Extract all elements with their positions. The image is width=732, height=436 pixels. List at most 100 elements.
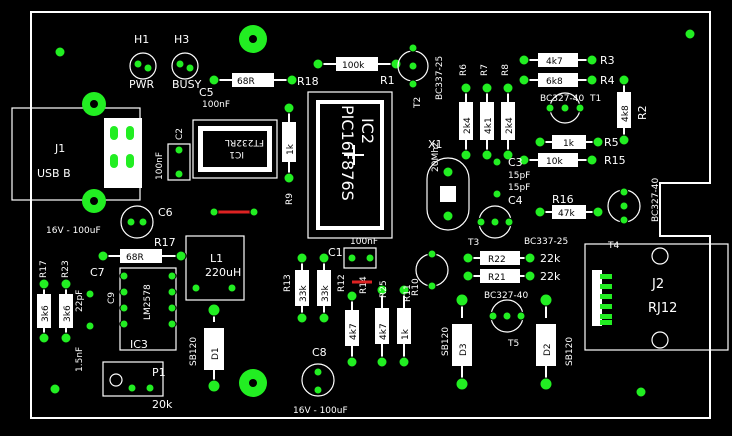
transistor-t5[interactable]: BC327-40 T5	[484, 291, 528, 349]
svg-text:L1: L1	[210, 252, 223, 265]
resistor-r22[interactable]: R22 22k	[462, 251, 561, 265]
svg-text:15pF: 15pF	[508, 171, 530, 181]
resistor-r13[interactable]: 33k R13	[283, 252, 309, 324]
pad	[54, 46, 66, 58]
svg-text:C7: C7	[90, 266, 105, 279]
resistor-r25[interactable]: 4k7 R25	[375, 280, 389, 368]
svg-text:R17: R17	[154, 236, 176, 249]
svg-text:68R: 68R	[237, 77, 255, 87]
svg-text:C9: C9	[107, 292, 117, 304]
svg-text:D2: D2	[543, 343, 553, 356]
resistor-r16[interactable]: 47k R16	[534, 193, 604, 219]
led-h1[interactable]: H1 PWR	[129, 33, 157, 91]
svg-text:R15: R15	[604, 154, 626, 167]
capacitor-c8[interactable]: C8 16V - 100uF	[293, 346, 348, 416]
transistor-t2[interactable]: T2 BC337-25	[397, 43, 445, 109]
resistor-r5[interactable]: 1k R5	[534, 135, 619, 149]
resistor-r7[interactable]: R7 4k1	[480, 64, 494, 161]
capacitor-c9[interactable]: C9 1.5nF	[75, 292, 117, 372]
svg-text:1k: 1k	[401, 328, 411, 340]
svg-text:P1: P1	[152, 366, 166, 379]
svg-text:2k4: 2k4	[505, 117, 515, 134]
resistor-r23[interactable]: R23 3k6	[59, 260, 73, 344]
svg-text:3k6: 3k6	[41, 305, 51, 322]
resistor-r4[interactable]: 6k8 R4	[518, 73, 615, 87]
svg-text:33k: 33k	[299, 285, 309, 302]
resistor-r18[interactable]: 68R R17	[97, 236, 187, 263]
capacitor-c4[interactable]: 15pF C4	[492, 183, 530, 207]
ic3-lm2578[interactable]: LM2578 IC3	[119, 267, 177, 351]
resistor-r21[interactable]: R21 22k	[462, 269, 561, 283]
svg-text:4k7: 4k7	[546, 57, 563, 67]
resistor-r1[interactable]: 100k R1	[312, 57, 402, 87]
svg-text:SB120: SB120	[441, 327, 451, 356]
capacitor-c7[interactable]: C7 22pF	[75, 266, 105, 312]
svg-text:68R: 68R	[126, 253, 144, 263]
svg-text:4k7: 4k7	[379, 323, 389, 340]
pad	[684, 28, 696, 40]
rj12-connector-j2[interactable]: J2 RJ12	[584, 243, 729, 351]
mounting-hole	[249, 379, 257, 387]
svg-text:16V - 100uF: 16V - 100uF	[46, 226, 101, 236]
svg-text:BC327-40: BC327-40	[651, 178, 661, 222]
diode-d3[interactable]: D3 SB120	[441, 293, 472, 391]
usb-connector-j1[interactable]: J1 USB B	[11, 92, 142, 213]
transistor-t1[interactable]: BC327-40 T1	[540, 92, 601, 124]
svg-text:FT232RL: FT232RL	[225, 137, 264, 147]
svg-text:220uH: 220uH	[205, 266, 241, 279]
capacitor-c2[interactable]: C2 100nF	[155, 128, 191, 181]
svg-text:R2: R2	[636, 105, 649, 120]
svg-text:R11: R11	[403, 284, 413, 302]
svg-text:IC1: IC1	[229, 149, 244, 159]
capacitor-c6[interactable]: C6 16V - 100uF	[46, 205, 173, 239]
svg-text:15pF: 15pF	[508, 183, 530, 193]
svg-text:100k: 100k	[342, 61, 365, 71]
svg-text:1k: 1k	[286, 143, 296, 155]
svg-text:1.5nF: 1.5nF	[75, 347, 85, 372]
resistor-r20[interactable]: 68R R18	[208, 73, 319, 88]
capacitor-c1[interactable]: C1 100nF	[328, 237, 378, 269]
ic1-ft232rl[interactable]: FT232RL IC1	[192, 119, 278, 179]
resistor-r10[interactable]: R10	[411, 249, 449, 296]
transistor-t4[interactable]: T4 BC327-40	[607, 178, 661, 251]
svg-text:R7: R7	[480, 64, 490, 76]
c5-value: 100nF	[202, 100, 230, 110]
c5-ref: C5	[199, 86, 214, 99]
resistor-r2[interactable]: 4k8 R2	[617, 74, 649, 146]
resistor-r8[interactable]: R8 2k4	[501, 64, 515, 161]
svg-text:D3: D3	[459, 343, 469, 356]
crystal-x1[interactable]: X1 20Mhz	[426, 138, 470, 231]
h3-label: BUSY	[172, 78, 202, 91]
svg-text:C6: C6	[158, 206, 173, 219]
svg-text:4k1: 4k1	[484, 117, 494, 134]
svg-text:R10: R10	[411, 278, 421, 296]
svg-text:IC2: IC2	[358, 118, 377, 144]
h3-ref: H3	[174, 33, 189, 46]
svg-text:16V - 100uF: 16V - 100uF	[293, 406, 348, 416]
resistor-r14[interactable]: 4k7 R14	[345, 276, 369, 368]
pad	[635, 386, 647, 398]
capacitor-c3[interactable]: C3 15pF	[492, 156, 530, 181]
resistor-r3[interactable]: 4k7 R3	[518, 53, 615, 67]
resistor-r15[interactable]: 10k R15	[518, 153, 626, 167]
svg-text:10k: 10k	[546, 157, 563, 167]
svg-text:33k: 33k	[321, 285, 331, 302]
svg-text:LM2578: LM2578	[143, 284, 153, 320]
ic2-pic16f876s[interactable]: PIC16F876S IC2	[307, 91, 393, 239]
resistor-r11[interactable]: 1k R11	[397, 284, 413, 368]
transistor-t3[interactable]: T3 BC337-25	[467, 205, 568, 248]
resistor-r6[interactable]: R6 2k4	[459, 64, 473, 161]
diode-d2[interactable]: D2 SB120	[536, 293, 575, 391]
svg-text:R6: R6	[459, 64, 469, 76]
svg-text:R14: R14	[359, 276, 369, 294]
led-h3[interactable]: H3 BUSY	[171, 33, 202, 91]
resistor-r12[interactable]: 33k R12	[317, 252, 347, 324]
diode-d1[interactable]: D1 SB120	[189, 303, 224, 393]
potentiometer-p1[interactable]: P1 20k	[102, 361, 173, 411]
inductor-l1[interactable]: L1 220uH	[185, 235, 245, 301]
svg-text:22k: 22k	[540, 252, 561, 265]
resistor-r17[interactable]: R17 3k6	[37, 260, 51, 344]
resistor-r9[interactable]: 1k R9	[282, 102, 296, 205]
